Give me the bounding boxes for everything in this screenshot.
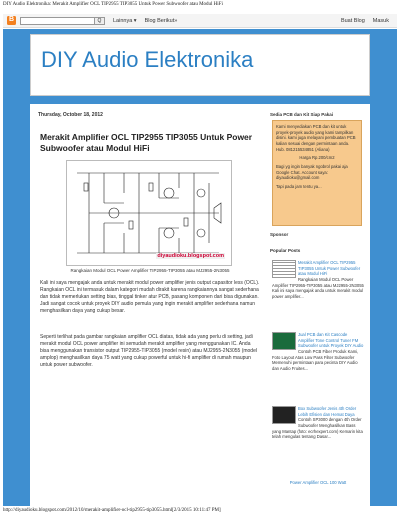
popular-post-link[interactable]: Box Subwoofer Jenis 4th Order Lebih Efis… [298, 406, 357, 417]
post-paragraph-2: Seperti terlihat pada gambar rangkaian a… [40, 334, 257, 368]
circuit-diagram [77, 172, 222, 254]
content-area: Thursday, October 18, 2012 Merakit Ampli… [30, 104, 370, 506]
circuit-image[interactable]: diyaudioku.blogspot.com [66, 160, 232, 266]
sponsor-heading: Sponsor [270, 232, 289, 237]
image-watermark: diyaudioku.blogspot.com [156, 253, 225, 259]
list-item: Jual PCB dan Kit Cascode Amplifier Tone … [272, 332, 364, 372]
blogger-navbar: Q Lainnya ▾ Blog Berikut» Buat Blog Masu… [3, 14, 397, 28]
popular-post-link[interactable]: Power Amplifier OCL 100 Watt [289, 480, 347, 485]
create-blog-link[interactable]: Buat Blog [340, 17, 365, 24]
popular-post-desc: Contoh SP3000 dengan 4th Order Subwoofer… [272, 417, 363, 440]
list-item: Power Amplifier OCL 100 Watt [272, 480, 364, 486]
image-caption: Rangkaian Modul OCL Power Amplifier TIP2… [70, 268, 230, 273]
blog-title[interactable]: DIY Audio Elektronika [41, 47, 254, 72]
list-item: Merakit Amplifier OCL TIP2955 TIP3055 Un… [272, 260, 364, 300]
search-button[interactable]: Q [95, 16, 105, 25]
popular-heading: Popular Posts [270, 248, 301, 253]
popular-post-desc: Rangkaian Modul OCL Power Amplifier TIP2… [272, 277, 364, 300]
blog-header: DIY Audio Elektronika [30, 34, 370, 96]
post-paragraph-1: Kali ini saya mengajak anda untuk meraki… [40, 280, 260, 314]
popular-post-link[interactable]: Jual PCB dan Kit Cascode Amplifier Tone … [298, 332, 364, 349]
print-url: http://diyaudioku.blogspot.com/2012/10/m… [3, 508, 221, 513]
promo-price: Harga Rp.200/cm2 [299, 155, 335, 161]
post-date: Thursday, October 18, 2012 [38, 112, 103, 118]
promo-text-1: Kami menyediakan PCB dan kit untuk proye… [276, 124, 356, 152]
popular-post-link[interactable]: Merakit Amplifier OCL TIP2955 TIP3055 Un… [298, 260, 361, 277]
promo-box: Kami menyediakan PCB dan kit untuk proye… [272, 120, 362, 226]
popular-post-desc: Contoh PCB Fiber Produk Kami, Foto Layou… [272, 349, 359, 372]
search-input[interactable] [20, 16, 95, 25]
promo-text-2: Bagi yg ingin banyak ngobrol pakai aja G… [276, 164, 348, 181]
promo-text-3: Tapi pada jam tentu ya... [276, 184, 322, 190]
print-footer: http://diyaudioku.blogspot.com/2012/10/m… [3, 508, 397, 513]
post-thumbnail[interactable] [272, 332, 296, 350]
list-item: Box Subwoofer Jenis 4th Order Lebih Efis… [272, 406, 364, 440]
print-header: DIY Audio Elektronika: Merakit Amplifier… [3, 2, 223, 7]
post-thumbnail[interactable] [272, 406, 296, 424]
blogger-logo-icon[interactable] [7, 16, 16, 25]
sidebar: Sedia PCB dan Kit Siap Pakai Kami menyed… [270, 104, 368, 506]
login-link[interactable]: Masuk [372, 17, 389, 24]
post-title: Merakit Amplifier OCL TIP2955 TIP3055 Un… [40, 132, 253, 153]
post-thumbnail[interactable] [272, 260, 296, 278]
more-menu[interactable]: Lainnya ▾ [113, 17, 137, 24]
next-blog-link[interactable]: Blog Berikut» [144, 17, 178, 24]
service-heading: Sedia PCB dan Kit Siap Pakai [270, 112, 334, 117]
